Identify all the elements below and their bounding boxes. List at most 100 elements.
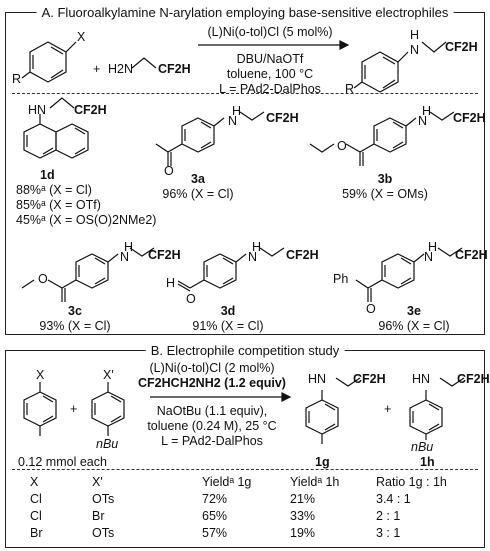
table-cell: 3 : 1 bbox=[376, 526, 401, 540]
compound-3d-yield: 91% (X = Cl) bbox=[192, 319, 264, 333]
table-cell: 65% bbox=[202, 509, 228, 523]
table-header: X X' Yieldᵃ 1g Yieldᵃ 1h Ratio 1g : 1h bbox=[30, 475, 470, 489]
table-cell: 21% bbox=[290, 492, 316, 506]
electrophile-x-label: X bbox=[36, 368, 45, 382]
panel-b-title: B. Electrophile competition study bbox=[145, 343, 345, 358]
compound-3b-yield: 59% (X = OMs) bbox=[342, 187, 428, 201]
panel-b: B. Electrophile competition study bbox=[5, 343, 485, 548]
amine-chain bbox=[131, 57, 157, 69]
compound-3c-o: O bbox=[38, 272, 48, 286]
table-cell: 19% bbox=[290, 526, 316, 540]
cond-a-2: DBU/NaOTf bbox=[236, 52, 304, 66]
compound-3c-structure bbox=[21, 247, 155, 302]
compound-3d-structure bbox=[177, 247, 285, 292]
compound-3e-cf2h: CF2H bbox=[455, 248, 488, 262]
table-cell: 33% bbox=[290, 509, 316, 523]
product-1h-structure bbox=[409, 377, 465, 440]
compound-1d-yield-2: 85%ᵃ (X = OTf) bbox=[16, 198, 101, 212]
electrophile-xp-label: X' bbox=[103, 368, 114, 382]
cond-a-4: L = PAd2-DalPhos bbox=[219, 82, 321, 96]
compound-3a-yield: 96% (X = Cl) bbox=[162, 187, 234, 201]
header-yield-1g: Yieldᵃ 1g bbox=[202, 475, 252, 489]
compound-3b-id: 3b bbox=[377, 172, 393, 186]
product-1h-nbu: nBu bbox=[411, 440, 434, 454]
product-1h-id: 1h bbox=[420, 455, 435, 469]
reactant-aryl-structure bbox=[21, 41, 77, 83]
compound-3c-yield: 93% (X = Cl) bbox=[39, 319, 111, 333]
panel-a: A. Fluoroalkylamine N-arylation employin… bbox=[5, 5, 485, 335]
electrophile-nbu-label: nBu bbox=[96, 437, 119, 451]
product-1g-cf2h: CF2H bbox=[353, 372, 386, 386]
table-cell: OTs bbox=[92, 526, 115, 540]
compound-3e-h: H bbox=[428, 240, 438, 254]
cond-b-1: (L)Ni(o-tol)Cl (2 mol%) bbox=[149, 361, 275, 375]
compound-3b-cf2h: CF2H bbox=[453, 111, 486, 125]
compound-3e-structure bbox=[355, 247, 463, 302]
reaction-arrow-a bbox=[198, 40, 350, 50]
compound-3a-o: O bbox=[164, 164, 174, 178]
table-cell: 72% bbox=[202, 492, 228, 506]
compound-3b-n: N bbox=[418, 114, 428, 128]
compound-3e-n: N bbox=[424, 250, 434, 264]
amine-h2n: H2N bbox=[108, 62, 134, 76]
header-ratio: Ratio 1g : 1h bbox=[376, 475, 447, 489]
product-1h-cf2h: CF2H bbox=[457, 372, 490, 386]
compound-1d-id: 1d bbox=[40, 168, 55, 182]
product-1g-id: 1g bbox=[315, 455, 330, 469]
product-1g-hn: HN bbox=[308, 372, 327, 386]
product-1h-hn: HN bbox=[412, 372, 431, 386]
plus-b-2: + bbox=[384, 402, 392, 416]
results-table: X X' Yieldᵃ 1g Yieldᵃ 1h Ratio 1g : 1h C… bbox=[30, 475, 470, 540]
compound-3c-n: N bbox=[120, 250, 130, 264]
compound-1d-cf2h: CF2H bbox=[74, 103, 107, 117]
compound-1d-yield-3: 45%ᵃ (X = OS(O)2NMe2) bbox=[16, 213, 157, 227]
amount-label: 0.12 mmol each bbox=[18, 455, 107, 469]
compound-3a-n: N bbox=[228, 114, 238, 128]
reactant-x-label: X bbox=[77, 30, 86, 44]
compound-3e-id: 3e bbox=[407, 304, 421, 318]
plus-b-1: + bbox=[70, 402, 78, 416]
table-cell: Br bbox=[30, 526, 43, 540]
compound-3a-cf2h: CF2H bbox=[266, 111, 299, 125]
table-cell: Cl bbox=[30, 509, 42, 523]
product-1g-structure bbox=[305, 377, 361, 444]
compound-3d-h-aldehyde: H bbox=[166, 276, 176, 290]
table-cell: Br bbox=[92, 509, 105, 523]
cond-b-2: CF2HCH2NH2 (1.2 equiv) bbox=[138, 376, 286, 390]
table-row: Cl Br 65% 33% 2 : 1 bbox=[30, 509, 470, 523]
cond-b-3: NaOtBu (1.1 equiv), bbox=[156, 404, 268, 418]
product-a-r: R bbox=[345, 82, 355, 96]
compound-3b-o: O bbox=[337, 139, 347, 153]
plus-sign: + bbox=[93, 62, 101, 76]
cond-a-3: toluene, 100 °C bbox=[226, 67, 314, 81]
compound-3a-h: H bbox=[232, 104, 242, 118]
compound-3c-cf2h: CF2H bbox=[148, 248, 181, 262]
compound-3e-yield: 96% (X = Cl) bbox=[378, 319, 450, 333]
compound-1d-chain bbox=[49, 97, 75, 109]
panel-a-title: A. Fluoroalkylamine N-arylation employin… bbox=[36, 5, 454, 20]
panel-b-divider bbox=[12, 469, 478, 470]
reactant-r-label: R bbox=[12, 72, 22, 86]
table-cell: 2 : 1 bbox=[376, 509, 401, 523]
compound-3b-structure bbox=[309, 111, 455, 166]
table-cell: 3.4 : 1 bbox=[376, 492, 411, 506]
compound-1d-structure bbox=[23, 114, 89, 159]
header-yield-1h: Yieldᵃ 1h bbox=[290, 475, 340, 489]
amine-cf2h: CF2H bbox=[158, 62, 191, 76]
compound-3d-cf2h: CF2H bbox=[286, 248, 319, 262]
compound-3c-h: H bbox=[124, 240, 134, 254]
compound-3d-id: 3d bbox=[220, 304, 236, 318]
header-xp: X' bbox=[92, 475, 103, 489]
product-a-n: N bbox=[410, 43, 420, 57]
header-x: X bbox=[30, 475, 39, 489]
compound-3e-ph: Ph bbox=[333, 272, 349, 286]
compound-3d-o: O bbox=[186, 292, 196, 306]
electrophile-xp-structure bbox=[91, 382, 125, 436]
panel-a-divider bbox=[12, 93, 478, 94]
cond-a-1: (L)Ni(o-tol)Cl (5 mol%) bbox=[207, 25, 333, 39]
reaction-arrow-b bbox=[150, 392, 292, 402]
compound-3a-structure bbox=[155, 111, 265, 166]
table-cell: 57% bbox=[202, 526, 228, 540]
compound-3c-id: 3c bbox=[68, 304, 82, 318]
